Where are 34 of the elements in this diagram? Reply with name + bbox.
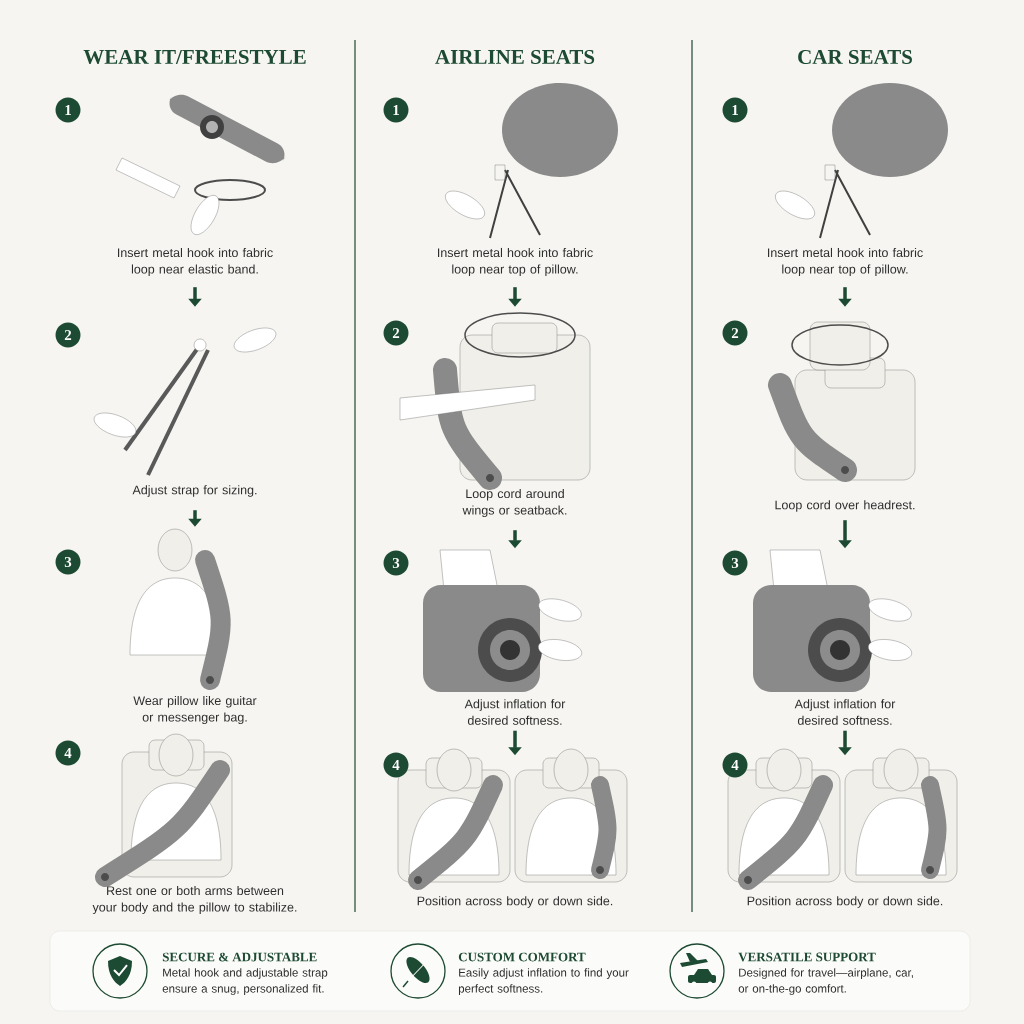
step-number: 2 (722, 320, 748, 346)
instruction-text: Position across body or down side. (747, 896, 943, 908)
instruction-text: Insert metal hook into fabric loop near top of pillow. (768, 247, 923, 277)
feature-band (49, 930, 971, 1012)
step-number: 2 (55, 322, 81, 348)
step-number: 4 (55, 740, 81, 766)
instruction-text: Loop cord around wings or seatback. (462, 488, 567, 518)
step-number: 3 (383, 550, 409, 576)
feature-heading: CUSTOM COMFORT (458, 952, 586, 962)
instruction-text: Insert metal hook into fabric loop near elastic band. (118, 247, 273, 277)
feature-description: Designed for travel—airplane, car, or on-the-go comfort. (738, 968, 913, 995)
step-number: 2 (383, 320, 409, 346)
step-number: 3 (722, 550, 748, 576)
instruction-text: Adjust inflation for desired softness. (464, 699, 566, 725)
instruction-text: Adjust strap for sizing. (132, 485, 257, 497)
feature-description: Easily adjust inflation to find your perfect softness. (458, 968, 629, 995)
feature-heading: VERSATILE SUPPORT (738, 952, 876, 962)
instruction-text: Rest one or both arms between your body and the pillow to stabilize. (92, 885, 297, 915)
feature-heading: SECURE & ADJUSTABLE (162, 952, 317, 962)
instruction-text: Adjust inflation for desired softness. (794, 699, 896, 725)
column-title: AIRLINE SEATS (435, 49, 595, 65)
instruction-text: Loop cord over headrest. (775, 500, 915, 512)
instruction-text: Wear pillow like guitar or messenger bag. (133, 695, 257, 725)
instruction-text: Insert metal hook into fabric loop near top of pillow. (438, 247, 593, 277)
step-number: 3 (55, 549, 81, 575)
column-title: CAR SEATS (798, 49, 912, 65)
feature-description: Metal hook and adjustable strap ensure a snug, personalized fit. (162, 968, 328, 995)
step-number: 1 (55, 97, 81, 123)
column-title: WEAR IT/FREESTYLE (83, 49, 306, 65)
step-number: 1 (722, 97, 748, 123)
step-number: 4 (722, 752, 748, 778)
instruction-text: Position across body or down side. (417, 896, 613, 908)
step-number: 4 (383, 752, 409, 778)
step-number: 1 (383, 97, 409, 123)
